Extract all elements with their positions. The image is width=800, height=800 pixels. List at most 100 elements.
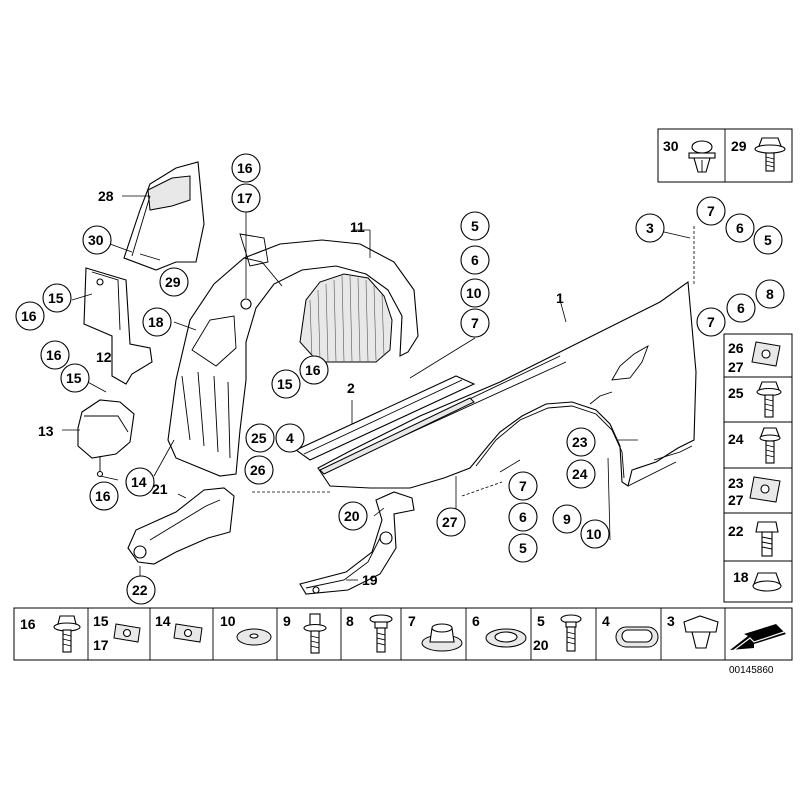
callout-circle-6c (726, 293, 756, 323)
callout-bubbles: 28 30 29 15 16 12 16 15 13 14 16 21 22 1… (15, 153, 785, 605)
leader-lines (62, 195, 695, 581)
bolt-icon-22 (755, 521, 779, 557)
callout-14: 14 (131, 474, 147, 490)
callout-8: 8 (766, 286, 774, 302)
callout-16c: 16 (95, 488, 111, 504)
bottom-label-17: 17 (93, 637, 109, 653)
callout-circle-5a (460, 211, 490, 241)
right-col-label-18: 18 (733, 569, 749, 585)
callout-19: 19 (362, 572, 378, 588)
callout-7c: 7 (707, 314, 715, 330)
callout-circle-4 (275, 423, 305, 453)
callout-10b: 10 (586, 526, 602, 542)
callout-circle-20 (338, 501, 368, 531)
callout-5a: 5 (471, 218, 479, 234)
cover-part-13 (77, 399, 135, 478)
callout-circle-15c (271, 369, 301, 399)
callout-6d: 6 (519, 509, 527, 525)
hex-nut-icon-18 (752, 572, 782, 592)
callout-circle-26 (244, 455, 274, 485)
callout-5c: 5 (519, 540, 527, 556)
callout-5b: 5 (764, 232, 772, 248)
collar-screw-icon-16 (53, 615, 81, 653)
callout-circle-10b (580, 519, 610, 549)
callout-circle-9 (552, 504, 582, 534)
ring-seal-icon-6 (485, 628, 527, 648)
callout-circle-7a (460, 308, 490, 338)
callout-circle-16b (40, 340, 70, 370)
callout-circle-22 (126, 575, 156, 605)
callout-circle-15b (60, 363, 90, 393)
callout-circle-14 (125, 467, 155, 497)
callout-circle-6d (508, 502, 538, 532)
callout-3: 3 (646, 220, 654, 236)
callout-16b: 16 (46, 347, 62, 363)
callout-circle-30 (82, 225, 112, 255)
callout-1: 1 (556, 290, 564, 306)
callout-6c: 6 (737, 300, 745, 316)
callout-2: 2 (347, 380, 355, 396)
sill-trim-part-2 (294, 375, 476, 475)
callout-11: 11 (350, 219, 365, 235)
bottom-label-10: 10 (220, 613, 236, 629)
bottom-label-3: 3 (667, 613, 675, 629)
bottom-hardware-row: 16 15 17 14 10 9 8 (13, 607, 793, 661)
callout-4: 4 (286, 430, 294, 446)
callout-circle-16a (15, 301, 45, 331)
callout-7a: 7 (471, 315, 479, 331)
callout-30: 30 (88, 232, 104, 248)
callout-21: 21 (152, 481, 168, 497)
bottom-label-20: 20 (533, 637, 549, 653)
callout-18: 18 (148, 314, 164, 330)
callout-16d: 16 (237, 160, 253, 176)
right-col-label-27b: 27 (728, 492, 744, 508)
callout-9: 9 (563, 511, 571, 527)
flat-washer-icon-10 (236, 628, 272, 646)
right-hardware-column: 26 27 25 24 23 27 22 (723, 333, 793, 603)
callout-26: 26 (250, 462, 266, 478)
top-box-label-30: 30 (663, 138, 679, 154)
push-rivet-icon (688, 140, 716, 173)
callout-15a: 15 (48, 290, 64, 306)
bottom-label-5: 5 (537, 613, 545, 629)
oval-plug-icon-4 (615, 626, 659, 648)
callout-13: 13 (38, 423, 54, 439)
callout-12: 12 (96, 349, 112, 365)
callout-circle-7b (696, 196, 726, 226)
callout-20: 20 (344, 508, 360, 524)
callout-16e: 16 (305, 362, 321, 378)
clip-nut-icon-15 (113, 623, 141, 643)
right-col-label-24: 24 (728, 431, 744, 447)
callout-circle-6a (460, 245, 490, 275)
grommet-icon-7 (421, 623, 463, 652)
callout-circle-6b (725, 213, 755, 243)
callout-circle-8 (755, 279, 785, 309)
callout-circle-17 (231, 183, 261, 213)
bottom-label-16: 16 (20, 616, 36, 632)
expansion-nut-icon-3 (683, 615, 719, 649)
callout-circle-15a (42, 283, 72, 313)
bottom-label-14: 14 (155, 613, 171, 629)
callout-circle-10a (460, 278, 490, 308)
threaded-stud-icon-9 (303, 613, 327, 654)
callout-circle-3 (635, 213, 665, 243)
callout-10a: 10 (466, 285, 482, 301)
brace-part-19 (299, 491, 415, 595)
callout-16a: 16 (21, 308, 37, 324)
side-bracket-part-12 (83, 267, 153, 385)
callout-7b: 7 (707, 203, 715, 219)
callout-24: 24 (572, 466, 588, 482)
direction-arrow-icon (730, 624, 786, 651)
callout-circle-5b (753, 225, 783, 255)
callout-29: 29 (165, 274, 181, 290)
hex-screw-icon-25 (756, 381, 782, 418)
clip-nut-icon-23 (749, 476, 781, 503)
clip-nut-icon-14 (173, 623, 203, 643)
right-col-label-26: 26 (728, 340, 744, 356)
callout-23: 23 (572, 434, 588, 450)
callout-22: 22 (132, 582, 148, 598)
flange-screw-icon (754, 137, 786, 172)
right-col-label-25: 25 (728, 385, 744, 401)
liner-ribs (309, 275, 385, 363)
